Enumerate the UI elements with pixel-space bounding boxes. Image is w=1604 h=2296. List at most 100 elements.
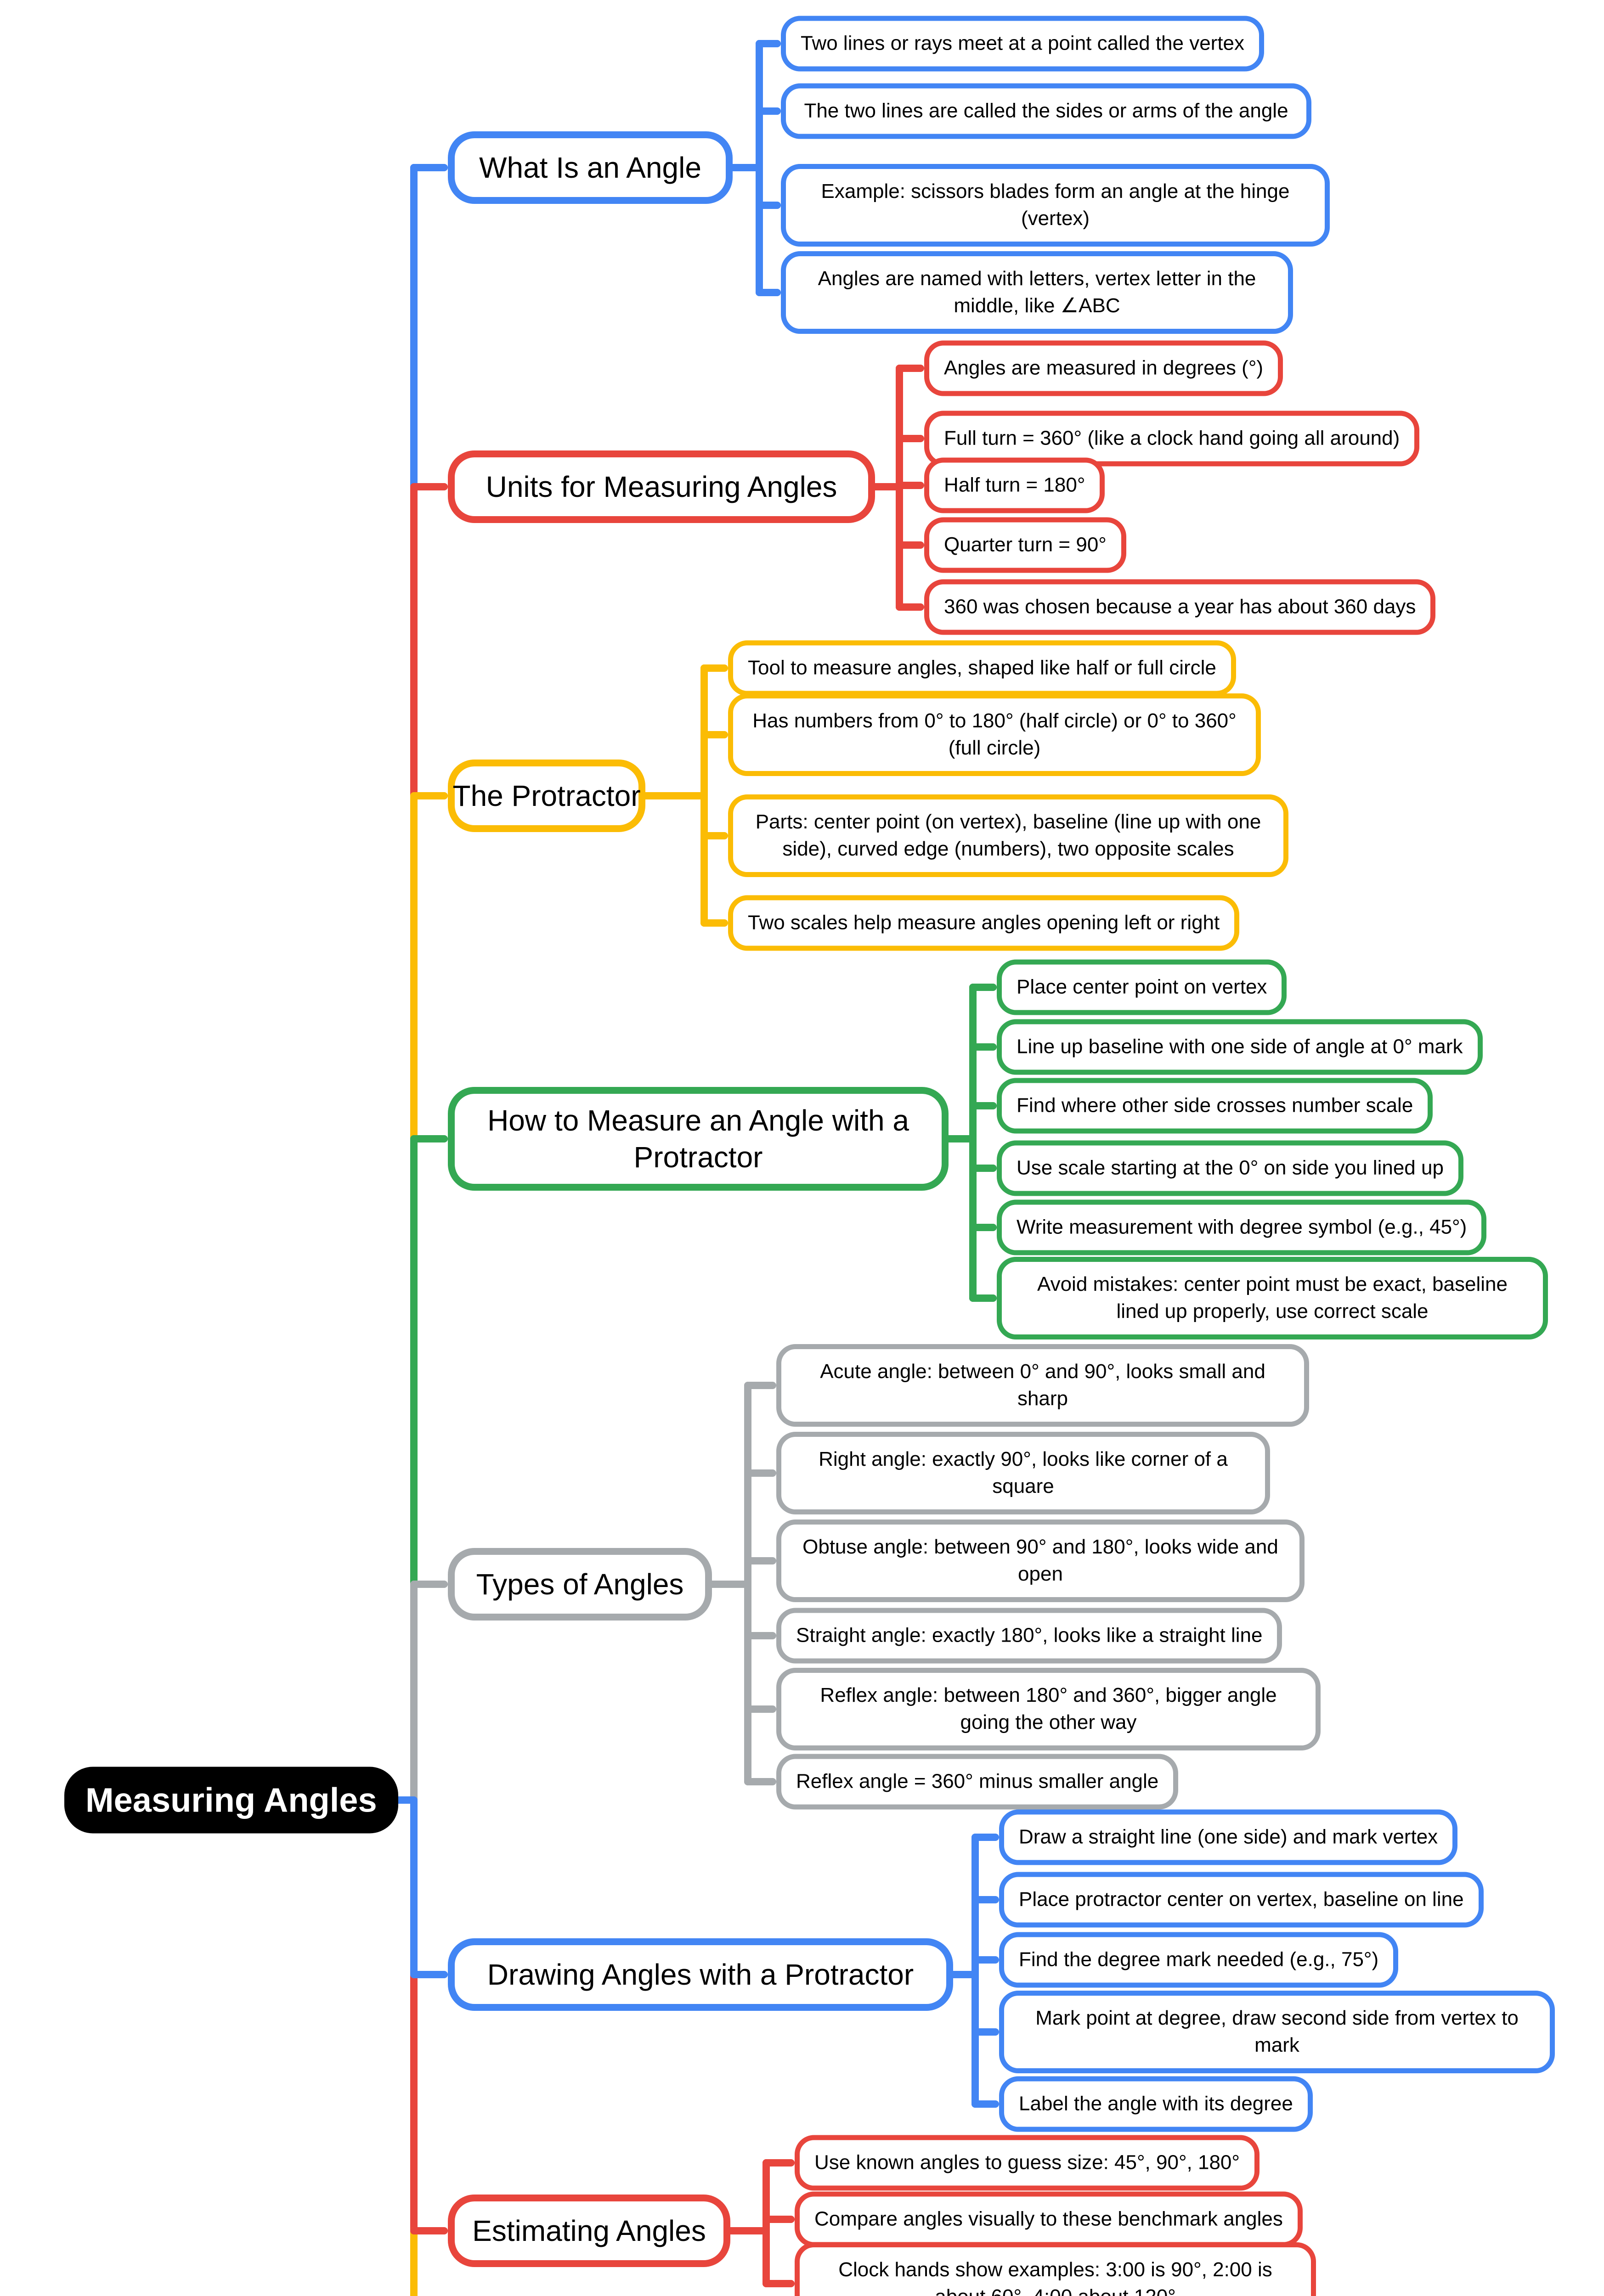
child-connector <box>762 2159 795 2167</box>
child-node: Tool to measure angles, shaped like half… <box>728 640 1236 696</box>
child-node: Use known angles to guess size: 45°, 90°… <box>795 2135 1259 2191</box>
child-node: Angles are named with letters, vertex le… <box>781 251 1293 334</box>
child-node: Right angle: exactly 90°, looks like cor… <box>776 1432 1270 1514</box>
topic-node-what-is-an-angle: What Is an Angle <box>448 131 733 204</box>
branch-connector <box>729 164 763 171</box>
children-rail <box>744 1382 751 1785</box>
topic-node-drawing-angles-with-a-protractor: Drawing Angles with a Protractor <box>448 1938 953 2011</box>
child-connector <box>896 435 924 442</box>
child-node: Clock hands show examples: 3:00 is 90°, … <box>795 2242 1316 2296</box>
topic-connector <box>410 483 448 490</box>
topic-node-types-of-angles: Types of Angles <box>448 1548 712 1621</box>
child-connector <box>971 1834 999 1841</box>
child-connector <box>700 832 728 839</box>
children-rail <box>700 664 708 927</box>
topic-connector <box>410 2227 448 2234</box>
children-rail <box>969 984 977 1302</box>
spine-segment <box>410 164 418 490</box>
child-node: Two scales help measure angles opening l… <box>728 895 1240 951</box>
spine-segment <box>410 1135 418 1588</box>
child-node: Full turn = 360° (like a clock hand goin… <box>924 411 1420 467</box>
child-connector <box>744 1469 776 1477</box>
child-node: Label the angle with its degree <box>999 2076 1313 2132</box>
spine-segment <box>410 483 418 799</box>
topic-connector <box>410 792 448 799</box>
topic-node-the-protractor: The Protractor <box>448 760 645 832</box>
topic-node-estimating-angles: Estimating Angles <box>448 2195 730 2267</box>
child-node: Mark point at degree, draw second side f… <box>999 1991 1555 2073</box>
child-node: Example: scissors blades form an angle a… <box>781 164 1330 247</box>
child-node: Has numbers from 0° to 180° (half circle… <box>728 693 1261 776</box>
child-connector <box>756 202 781 209</box>
child-connector <box>969 1043 997 1051</box>
child-node: 360 was chosen because a year has about … <box>924 579 1436 635</box>
branch-connector <box>727 2227 770 2234</box>
child-connector <box>744 1705 776 1713</box>
children-rail <box>756 40 763 296</box>
spine-segment <box>410 1971 418 2234</box>
branch-connector <box>642 792 708 799</box>
spine-segment <box>410 1581 418 1804</box>
child-connector <box>969 1224 997 1231</box>
branch-connector <box>871 483 903 490</box>
child-node: Find the degree mark needed (e.g., 75°) <box>999 1932 1399 1988</box>
children-rail <box>971 1834 979 2108</box>
children-rail <box>762 2159 770 2287</box>
child-node: Use scale starting at the 0° on side you… <box>997 1140 1463 1196</box>
child-node: Avoid mistakes: center point must be exa… <box>997 1257 1548 1339</box>
child-connector <box>744 1632 776 1639</box>
spine-segment <box>410 792 418 1142</box>
child-connector <box>896 482 924 489</box>
child-node: Draw a straight line (one side) and mark… <box>999 1809 1458 1865</box>
child-connector <box>971 1896 999 1903</box>
child-connector <box>762 2216 795 2223</box>
child-connector <box>896 365 924 372</box>
child-node: Compare angles visually to these benchma… <box>795 2191 1303 2247</box>
child-connector <box>756 40 781 47</box>
child-connector <box>896 541 924 549</box>
topic-connector <box>410 1971 448 1978</box>
child-connector <box>700 919 728 927</box>
topic-connector <box>410 164 448 171</box>
child-connector <box>762 2280 795 2287</box>
branch-connector <box>945 1135 977 1142</box>
child-connector <box>896 603 924 611</box>
child-connector <box>969 1102 997 1109</box>
child-connector <box>756 107 781 115</box>
child-node: Place protractor center on vertex, basel… <box>999 1872 1484 1928</box>
child-connector <box>744 1778 776 1785</box>
topic-node-units-for-measuring-angles: Units for Measuring Angles <box>448 450 875 523</box>
branch-connector <box>708 1581 751 1588</box>
child-node: Parts: center point (on vertex), baselin… <box>728 794 1288 877</box>
child-node: Quarter turn = 90° <box>924 517 1126 573</box>
child-node: Find where other side crosses number sca… <box>997 1078 1433 1134</box>
topic-node-how-to-measure-an-angle-with-a-protractor: How to Measure an Angle with a Protracto… <box>448 1087 949 1191</box>
child-node: Angles are measured in degrees (°) <box>924 340 1283 396</box>
topic-connector <box>410 1135 448 1142</box>
child-node: Obtuse angle: between 90° and 180°, look… <box>776 1519 1305 1602</box>
child-node: Straight angle: exactly 180°, looks like… <box>776 1608 1282 1664</box>
child-node: Line up baseline with one side of angle … <box>997 1019 1483 1075</box>
central-topic-measuring-angles: Measuring Angles <box>64 1767 398 1834</box>
child-connector <box>700 664 728 672</box>
child-node: Write measurement with degree symbol (e.… <box>997 1199 1487 1255</box>
child-connector <box>971 2028 999 2036</box>
spine-segment <box>410 2227 418 2296</box>
child-node: Place center point on vertex <box>997 959 1287 1015</box>
child-connector <box>969 1294 997 1302</box>
child-connector <box>700 731 728 738</box>
child-connector <box>969 984 997 991</box>
child-node: Two lines or rays meet at a point called… <box>781 16 1265 72</box>
child-node: The two lines are called the sides or ar… <box>781 83 1311 139</box>
child-node: Reflex angle: between 180° and 360°, big… <box>776 1668 1321 1750</box>
child-connector <box>971 1956 999 1964</box>
topic-connector <box>410 1581 448 1588</box>
child-connector <box>744 1382 776 1389</box>
child-connector <box>969 1165 997 1172</box>
child-connector <box>744 1557 776 1564</box>
child-node: Reflex angle = 360° minus smaller angle <box>776 1754 1179 1810</box>
child-node: Acute angle: between 0° and 90°, looks s… <box>776 1344 1309 1427</box>
child-connector <box>971 2100 999 2108</box>
child-node: Half turn = 180° <box>924 457 1105 513</box>
child-connector <box>756 289 781 296</box>
